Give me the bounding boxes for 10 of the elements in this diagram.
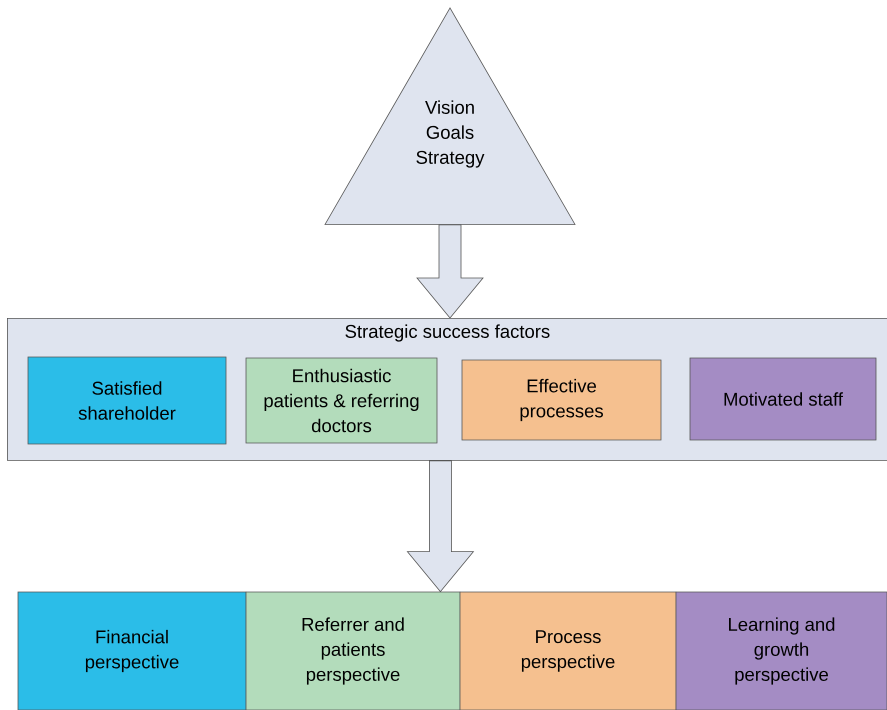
perspective-box: Referrer and patients perspective — [246, 592, 460, 710]
perspective-box: Financial perspective — [18, 592, 246, 710]
block-arrow — [416, 224, 484, 319]
block-arrow — [406, 460, 474, 592]
perspective-box: Learning and growth perspective — [676, 592, 887, 710]
factor-box: Motivated staff — [690, 358, 876, 440]
factor-box: Effective processes — [462, 360, 662, 440]
perspective-box: Process perspective — [460, 592, 676, 710]
factor-box: Satisfied shareholder — [28, 356, 226, 444]
factor-box: Enthusiastic patients & referring doctors — [246, 358, 438, 444]
